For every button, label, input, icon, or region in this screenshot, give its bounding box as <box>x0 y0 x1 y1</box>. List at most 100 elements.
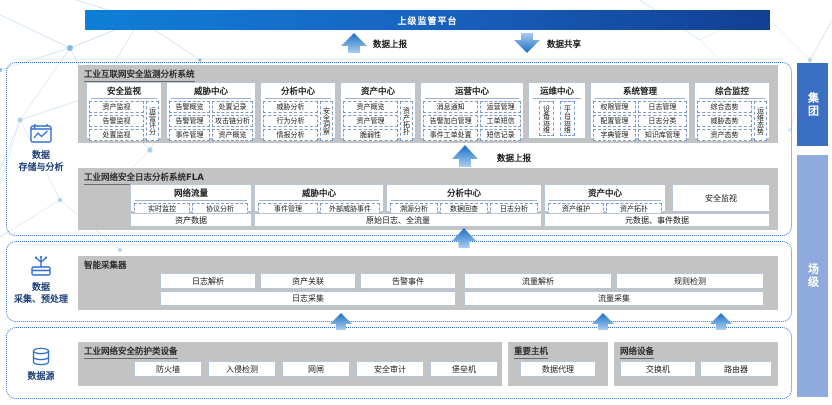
collect-to-storage-arrow <box>452 228 476 248</box>
cell-event-ticket[interactable]: 事件工单处置 <box>423 129 479 141</box>
fla-title: 工业网络安全日志分析系统FLA <box>84 173 204 185</box>
source-to-collect-arrow-1 <box>330 313 352 330</box>
module-title: 网络流量 <box>135 185 247 201</box>
cell-platform-ops[interactable]: 平台运维 <box>560 101 575 136</box>
module-title: 综合监控 <box>699 83 765 99</box>
module-integrated-monitor[interactable]: 综合监控 综合态势 威胁态势 资产态势 运维态势 <box>694 82 770 141</box>
cell-integrated-posture[interactable]: 综合态势 <box>697 101 752 113</box>
tier-site-label: 场级 <box>806 263 820 289</box>
bar-asset-data[interactable]: 资产数据 <box>130 213 252 227</box>
cell-dictionary-manage[interactable]: 字典管理 <box>593 129 636 141</box>
module-ops-center[interactable]: 运维中心 设备运维 平台运维 <box>528 82 586 139</box>
module-title: 资产中心 <box>345 83 411 99</box>
module-asset-center-fla[interactable]: 资产中心 资产维护 资产拓扑 <box>544 184 666 215</box>
collector-icon <box>28 256 54 280</box>
cell-intel-analysis[interactable]: 情报分析 <box>263 129 318 141</box>
bar-traffic-collect[interactable]: 流量采集 <box>464 291 764 306</box>
bar-security-monitor-fla[interactable]: 安全监视 <box>672 184 770 212</box>
bar-network-gate[interactable]: 网闸 <box>282 361 350 377</box>
bar-rule-detect[interactable]: 规则检测 <box>616 273 764 289</box>
iisms-title: 工业互联网安全监测分析系统 <box>84 70 195 82</box>
cell-permission-manage[interactable]: 权限管理 <box>593 101 636 113</box>
cell-attack-chain[interactable]: 攻击链分析 <box>212 115 253 127</box>
bar-asset-correlation[interactable]: 资产关联 <box>260 273 356 289</box>
bar-alarm-event[interactable]: 告警事件 <box>360 273 456 289</box>
database-icon <box>30 347 52 369</box>
cell-knowledge-base[interactable]: 知识库管理 <box>637 129 687 141</box>
bar-bastion-host[interactable]: 堡垒机 <box>430 361 498 377</box>
cell-disposal-record[interactable]: 处置记录 <box>212 101 253 113</box>
cell-behavior-analysis[interactable]: 行为分析 <box>263 115 318 127</box>
tier-group-label: 集团 <box>806 91 820 118</box>
cell-threat-posture[interactable]: 威胁态势 <box>697 115 752 127</box>
module-threat-center-fla[interactable]: 威胁中心 事件管理 外部威胁事件 <box>254 184 384 215</box>
module-asset-center[interactable]: 资产中心 资产概览 资产管理 脆弱性 资产拓扑 <box>340 82 416 141</box>
module-title: 运维中心 <box>533 83 581 99</box>
cell-alarm-whitelist[interactable]: 告警加白管理 <box>423 115 479 127</box>
cell-operation-score[interactable]: 运营评分 <box>146 101 159 141</box>
bar-router[interactable]: 路由器 <box>700 361 772 377</box>
module-operation-center[interactable]: 运营中心 消息通知 告警加白管理 事件工单处置 运营管理 工单短信 短信记录 <box>420 82 524 141</box>
data-report-label-top: 数据上报 <box>373 40 408 50</box>
cell-vulnerability[interactable]: 脆弱性 <box>343 129 398 141</box>
cell-ticket-sms[interactable]: 工单短信 <box>480 115 521 127</box>
bar-security-audit[interactable]: 安全审计 <box>356 361 424 377</box>
cell-disposal-monitor[interactable]: 处置监视 <box>89 129 144 141</box>
tier-group: 集团 <box>797 63 828 146</box>
cell-alarm-overview[interactable]: 告警概览 <box>169 101 210 113</box>
cell-sms-record[interactable]: 短信记录 <box>480 129 521 141</box>
module-security-monitor[interactable]: 安全监视 资产监视 告警监视 处置监视 运营评分 <box>86 82 162 141</box>
cell-asset-overview[interactable]: 资产概览 <box>343 101 398 113</box>
cell-device-ops[interactable]: 设备运维 <box>539 101 554 136</box>
source-to-collect-arrow-2 <box>592 313 614 330</box>
tier-site: 场级 <box>797 155 828 397</box>
cell-asset-posture[interactable]: 资产态势 <box>697 129 752 141</box>
cell-asset-topology[interactable]: 资产拓扑 <box>400 101 413 141</box>
bar-intrusion-detection[interactable]: 入侵检测 <box>208 361 276 377</box>
cell-alarm-monitor[interactable]: 告警监视 <box>89 115 144 127</box>
source-group-title-protection: 工业网络安全防护类设备 <box>84 347 178 359</box>
module-title: 分析中心 <box>265 83 331 99</box>
data-report-arrow-mid <box>452 145 478 167</box>
cell-threat-analysis[interactable]: 威胁分析 <box>263 101 318 113</box>
module-title: 威胁中心 <box>259 185 379 201</box>
banner-title: 上级监管平台 <box>397 16 458 27</box>
top-banner: 上级监管平台 <box>85 10 770 30</box>
rail-data-storage-analysis: 数据 存储与分析 <box>10 100 72 196</box>
bar-firewall[interactable]: 防火墙 <box>134 361 202 377</box>
bar-raw-log-traffic[interactable]: 原始日志、全流量 <box>254 213 542 227</box>
cell-log-category[interactable]: 日志分类 <box>637 115 687 127</box>
cell-message-notify[interactable]: 消息通知 <box>423 101 479 113</box>
cell-config-manage[interactable]: 配置管理 <box>593 115 636 127</box>
bar-switch[interactable]: 交换机 <box>620 361 696 377</box>
module-system-manage[interactable]: 系统管理 权限管理 配置管理 字典管理 日志管理 日志分类 知识库管理 <box>590 82 690 141</box>
cell-log-manage[interactable]: 日志管理 <box>637 101 687 113</box>
source-to-collect-arrow-3 <box>710 313 732 330</box>
cell-alarm-manage[interactable]: 告警管理 <box>169 115 210 127</box>
module-title: 运营中心 <box>425 83 519 99</box>
bar-log-parse[interactable]: 日志解析 <box>160 273 256 289</box>
module-analysis-center[interactable]: 分析中心 威胁分析 行为分析 情报分析 安全洞察 <box>260 82 336 141</box>
cell-operation-manage[interactable]: 运营管理 <box>480 101 521 113</box>
collector-title: 智能采集器 <box>84 261 127 271</box>
cell-asset-overview[interactable]: 资产概览 <box>212 129 253 141</box>
bar-data-agent[interactable]: 数据代理 <box>520 361 596 377</box>
cell-ops-posture[interactable]: 运维态势 <box>754 101 767 141</box>
module-network-traffic[interactable]: 网络流量 实时监控 协议分析 <box>130 184 252 215</box>
data-report-label-mid: 数据上报 <box>497 154 532 164</box>
cell-event-manage[interactable]: 事件管理 <box>169 129 210 141</box>
data-share-label-top: 数据共享 <box>547 40 582 50</box>
module-title: 安全监视 <box>91 83 157 99</box>
bar-traffic-parse[interactable]: 流量解析 <box>464 273 612 289</box>
module-title: 分析中心 <box>391 185 537 201</box>
cell-security-insight[interactable]: 安全洞察 <box>320 101 333 141</box>
rail-source-line1: 数据源 <box>27 371 55 382</box>
bar-log-collect[interactable]: 日志采集 <box>160 291 456 306</box>
cell-asset-manage[interactable]: 资产管理 <box>343 115 398 127</box>
bar-metadata-event-data[interactable]: 元数据、事件数据 <box>544 213 770 227</box>
module-analysis-center-fla[interactable]: 分析中心 溯源分析 数据回查 日志分析 <box>386 184 542 215</box>
data-share-arrow-top <box>514 33 540 53</box>
cell-asset-monitor[interactable]: 资产监视 <box>89 101 144 113</box>
module-threat-center[interactable]: 威胁中心 告警概览 告警管理 事件管理 处置记录 攻击链分析 资产概览 <box>166 82 256 141</box>
chart-jar-icon <box>28 122 54 148</box>
